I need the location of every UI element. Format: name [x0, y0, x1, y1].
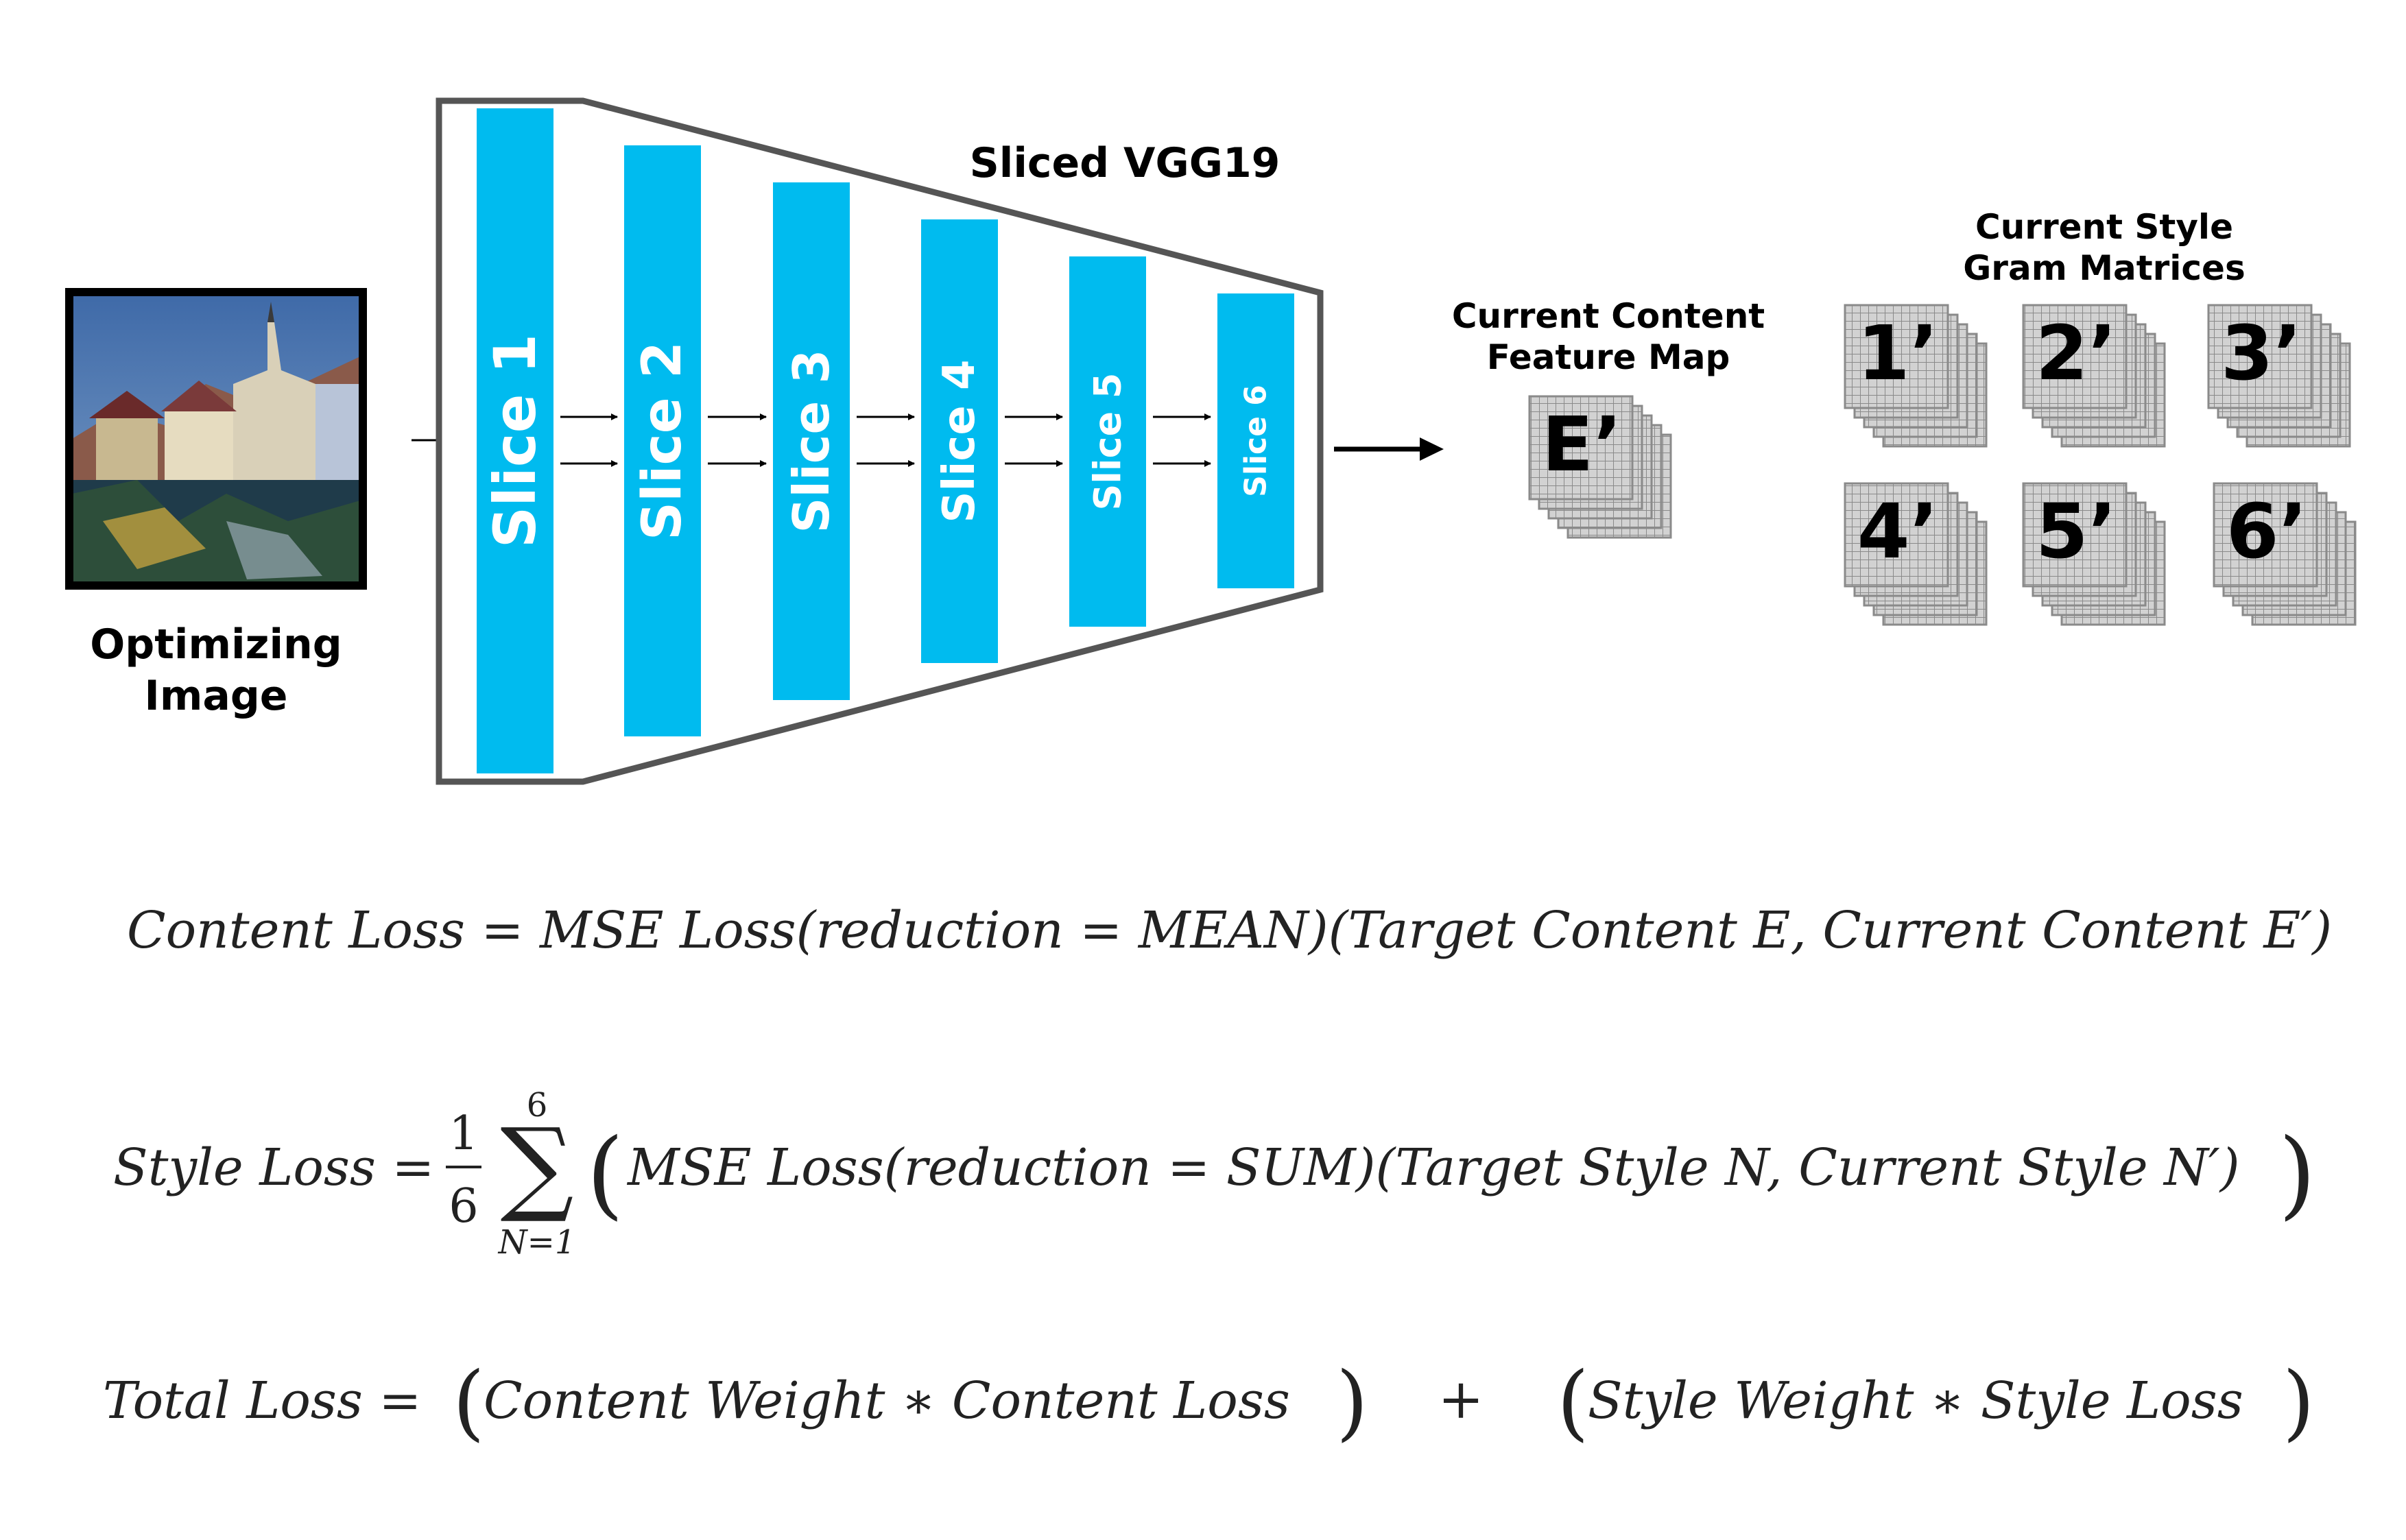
slice-4-block: [921, 219, 998, 663]
content-loss-rhs: MSE Loss(reduction = MEAN)(Target Conten…: [538, 901, 2332, 960]
gram-matrix-2-label: 2’: [2036, 309, 2117, 397]
style-loss-body: MSE Loss(reduction = SUM)(Target Style N…: [626, 1138, 2240, 1197]
total-loss-paren2-open: (: [1557, 1355, 1589, 1450]
slice-1-label: Slice 1: [481, 334, 549, 549]
gram-matrix-5-label: 5’: [2036, 488, 2117, 575]
style-loss-equals: =: [392, 1138, 434, 1197]
svg-text:Content Loss = M: Content Loss = MSE Loss(reduction = MEAN…: [127, 901, 2332, 960]
output-arrow: [1334, 437, 1444, 461]
gram-matrix-5: 5’: [2022, 482, 2166, 626]
sum-upper-limit: 6: [527, 1086, 548, 1124]
slice-3-block: [773, 182, 850, 700]
slice-6-block: [1217, 293, 1294, 588]
optimizing-image-label-line1: Optimizing: [90, 621, 342, 669]
total-loss-term2: Style Weight ∗ Style Loss: [1588, 1371, 2243, 1430]
content-map-label-line1: Current Content: [1452, 296, 1765, 336]
content-feature-map-label: E’: [1542, 400, 1622, 488]
network-slices: Slice 1 Slice 2 Slice 3 Slice 4 Slice 5 Slice…: [477, 108, 1294, 773]
network-outline: [436, 97, 1324, 785]
gram-matrix-stacks: 1’ 2’ 3’ 4’ 5’ 6’: [1844, 304, 2357, 626]
total-loss-equation: Total Loss = ( Content Weight ∗ Content …: [103, 1355, 2315, 1450]
slice-2-block: [624, 145, 701, 736]
network-title: Sliced VGG19: [970, 139, 1281, 187]
gram-matrix-1: 1’: [1844, 304, 1988, 448]
slice-6-label: Slice 6: [1239, 385, 1274, 497]
total-loss-plus: +: [1438, 1367, 1484, 1431]
svg-text:Total Loss =: Total Loss =: [103, 1371, 421, 1430]
style-loss-open-paren: (: [586, 1118, 624, 1230]
optimizing-image: [65, 288, 367, 590]
total-loss-lhs: Total Loss: [103, 1371, 363, 1430]
summation-symbol: ∑: [500, 1107, 573, 1226]
style-loss-frac-den: 6: [449, 1179, 478, 1234]
total-loss-equals: =: [379, 1371, 421, 1430]
gram-matrix-4-label: 4’: [1857, 488, 1938, 575]
content-loss-lhs: Content Loss: [127, 901, 465, 960]
gram-matrix-2: 2’: [2022, 304, 2166, 448]
style-loss-close-paren: ): [2278, 1118, 2316, 1230]
total-loss-paren2-close: ): [2283, 1355, 2315, 1450]
svg-text:Style Loss =: Style Loss =: [113, 1138, 434, 1197]
sum-lower-limit: N=1: [498, 1223, 576, 1262]
content-feature-map-stack: E’: [1528, 395, 1672, 539]
inter-slice-arrows: [560, 413, 1211, 467]
optimizing-image-label-line2: Image: [145, 672, 288, 720]
slice-3-label: Slice 3: [783, 350, 840, 533]
slice-4-label: Slice 4: [934, 359, 985, 522]
slice-2-label: Slice 2: [632, 341, 693, 540]
style-loss-lhs: Style Loss: [113, 1138, 376, 1197]
gram-matrix-1-label: 1’: [1857, 309, 1938, 397]
slice-1-block: [477, 108, 553, 773]
content-map-label-line2: Feature Map: [1487, 337, 1730, 377]
content-loss-equation: Content Loss = MSE Loss(reduction = MEAN…: [127, 901, 2332, 960]
slice-5-block: [1069, 256, 1146, 627]
gram-matrix-3-label: 3’: [2221, 309, 2302, 397]
content-loss-equals: =: [481, 901, 540, 960]
content-feature-map: E’: [1528, 395, 1672, 539]
gram-matrix-6-label: 6’: [2226, 488, 2307, 575]
gram-matrix-4: 4’: [1844, 482, 1988, 626]
gram-matrices-label-line2: Gram Matrices: [1963, 248, 2245, 288]
total-loss-paren1-close: ): [1336, 1355, 1368, 1450]
slice-5-label: Slice 5: [1086, 373, 1130, 511]
gram-matrix-6: 6’: [2213, 482, 2357, 626]
total-loss-paren1-open: (: [453, 1355, 485, 1450]
style-loss-frac-num: 1: [449, 1107, 478, 1161]
total-loss-term1: Content Weight ∗ Content Loss: [484, 1371, 1290, 1430]
gram-matrix-3: 3’: [2207, 304, 2351, 448]
gram-matrices-label-line1: Current Style: [1975, 207, 2233, 247]
style-loss-equation: Style Loss = 1 6 6 ∑ N=1 ( MSE Loss(redu…: [113, 1086, 2316, 1262]
